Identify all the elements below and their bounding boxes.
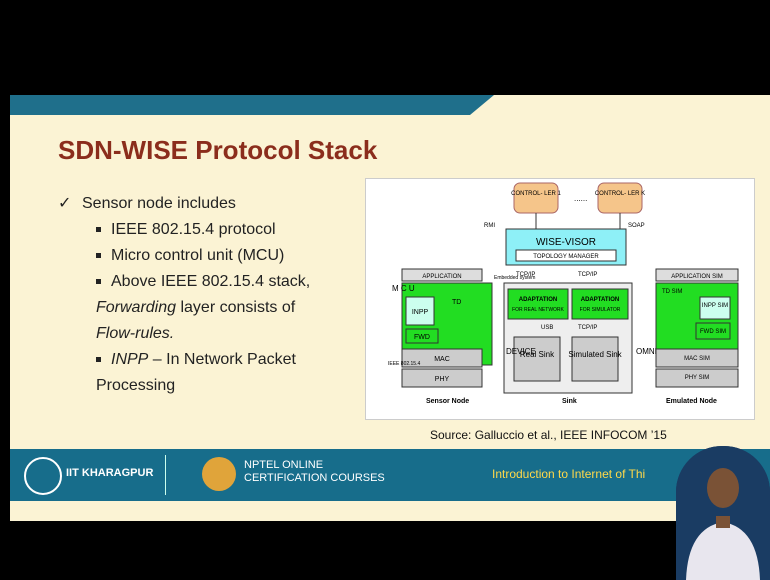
svg-text:PHY SIM: PHY SIM — [685, 375, 710, 381]
omnet-label: OMNET++ — [636, 347, 675, 356]
course-title: Introduction to Internet of Thi — [492, 467, 646, 481]
controllers-dots: ...... — [574, 194, 587, 203]
square-bullet-icon — [96, 227, 101, 233]
footer-divider — [165, 455, 166, 495]
tcpip-label-1: TCP/IP — [516, 272, 535, 278]
svg-text:TCP/IP: TCP/IP — [578, 325, 597, 331]
flow-rules-em: Flow-rules. — [96, 325, 175, 342]
svg-text:CONTROL- LER 1: CONTROL- LER 1 — [511, 191, 561, 197]
bullet-list: ✓ Sensor node includes IEEE 802.15.4 pro… — [58, 191, 310, 399]
bullet-sub3-rest: layer consists of — [176, 299, 296, 316]
stack-diagram: CONTROL- LER 1 ...... CONTROL- LER K RMI… — [388, 182, 739, 405]
svg-text:APPLICATION SIM: APPLICATION SIM — [671, 274, 723, 280]
bullet-sub1: IEEE 802.15.4 protocol — [96, 217, 310, 243]
nptel-line1: NPTEL ONLINE — [244, 459, 324, 471]
svg-text:MAC SIM: MAC SIM — [684, 356, 710, 362]
svg-text:INPP SIM: INPP SIM — [702, 303, 728, 309]
svg-text:INPP: INPP — [412, 309, 429, 316]
slide: SDN-WISE Protocol Stack ✓ Sensor node in… — [10, 95, 770, 521]
svg-text:Emulated Node: Emulated Node — [666, 398, 717, 405]
svg-text:FWD SIM: FWD SIM — [700, 329, 726, 335]
svg-text:Simulated Sink: Simulated Sink — [568, 350, 622, 359]
checkmark-icon: ✓ — [58, 195, 72, 212]
sink-box: ADAPTATION FOR REAL NETWORK ADAPTATION F… — [503, 282, 633, 405]
bullet-sub3-line2: Forwarding layer consists of — [96, 295, 310, 321]
source-citation: Source: Galluccio et al., IEEE INFOCOM ’… — [430, 428, 667, 442]
svg-text:DEVICE: DEVICE — [506, 347, 536, 356]
svg-text:IEEE 802.15.4: IEEE 802.15.4 — [388, 361, 420, 367]
svg-text:TD SIM: TD SIM — [662, 289, 682, 295]
bullet-sub1-text: IEEE 802.15.4 protocol — [111, 221, 276, 238]
emulated-node: APPLICATION SIM TD SIM INPP SIM FWD SIM … — [655, 268, 739, 405]
bullet-sub4: INPP – In Network Packet — [96, 347, 310, 373]
controller-1: CONTROL- LER 1 — [511, 182, 561, 214]
square-bullet-icon — [96, 279, 101, 285]
bullet-sub3: Above IEEE 802.15.4 stack, — [96, 269, 310, 295]
svg-text:WISE-VISOR: WISE-VISOR — [536, 237, 596, 248]
square-bullet-icon — [96, 253, 101, 259]
svg-text:PHY: PHY — [435, 376, 450, 383]
bullet-sub4-line2-text: Processing — [96, 377, 176, 394]
svg-text:APPLICATION: APPLICATION — [422, 274, 461, 280]
bullet-sub3-text: Above IEEE 802.15.4 stack, — [111, 273, 311, 290]
speaker-figure — [676, 446, 770, 580]
banner-notch — [470, 95, 770, 115]
embedded-system-label: Embedded system — [494, 275, 535, 281]
footer-banner: IIT KHARAGPUR NPTEL ONLINE CERTIFICATION… — [10, 449, 770, 501]
bullet-main-text: Sensor node includes — [82, 195, 236, 212]
svg-text:TOPOLOGY MANAGER: TOPOLOGY MANAGER — [533, 254, 599, 260]
tcpip-label-2: TCP/IP — [578, 272, 597, 278]
top-banner — [10, 95, 770, 115]
iit-label: IIT KHARAGPUR — [66, 467, 154, 479]
svg-text:ADAPTATION: ADAPTATION — [581, 297, 619, 303]
inpp-em: INPP — [111, 351, 149, 368]
soap-label: SOAP — [628, 223, 645, 229]
wise-visor: WISE-VISOR TOPOLOGY MANAGER — [505, 228, 627, 266]
bullet-sub2: Micro control unit (MCU) — [96, 243, 310, 269]
sensor-node: APPLICATION M C U INPP TD FWD MAC PHY IE… — [388, 268, 493, 405]
svg-text:TD: TD — [452, 299, 461, 306]
forwarding-em: Forwarding — [96, 299, 177, 316]
rmi-label: RMI — [484, 223, 495, 229]
svg-text:CONTROL- LER K: CONTROL- LER K — [595, 191, 645, 197]
nptel-label: NPTEL ONLINE CERTIFICATION COURSES — [244, 459, 385, 485]
svg-text:Sink: Sink — [562, 398, 577, 405]
svg-text:FOR SIMULATOR: FOR SIMULATOR — [580, 307, 621, 313]
svg-text:Real Sink: Real Sink — [520, 350, 555, 359]
svg-text:ADAPTATION: ADAPTATION — [519, 297, 557, 303]
nptel-logo-icon — [202, 457, 236, 491]
svg-text:FWD: FWD — [414, 334, 430, 341]
svg-text:USB: USB — [541, 325, 553, 331]
slide-title: SDN-WISE Protocol Stack — [58, 135, 378, 165]
svg-text:Sensor Node: Sensor Node — [426, 398, 469, 405]
controller-k: CONTROL- LER K — [595, 182, 645, 214]
iit-logo-icon — [24, 457, 62, 495]
speaker-video-inset — [676, 446, 770, 580]
nptel-line2: CERTIFICATION COURSES — [244, 472, 385, 484]
svg-text:M C U: M C U — [392, 284, 415, 293]
square-bullet-icon — [96, 357, 101, 363]
bullet-sub4-line2: Processing — [96, 373, 310, 399]
bullet-sub2-text: Micro control unit (MCU) — [111, 247, 285, 264]
bullet-sub3-line3: Flow-rules. — [96, 321, 310, 347]
svg-text:MAC: MAC — [434, 356, 450, 363]
bullet-sub4-rest: – In Network Packet — [148, 351, 296, 368]
svg-text:FOR REAL NETWORK: FOR REAL NETWORK — [512, 307, 564, 313]
bullet-main: ✓ Sensor node includes — [58, 191, 310, 217]
protocol-stack-figure: CONTROL- LER 1 ...... CONTROL- LER K RMI… — [365, 178, 755, 420]
